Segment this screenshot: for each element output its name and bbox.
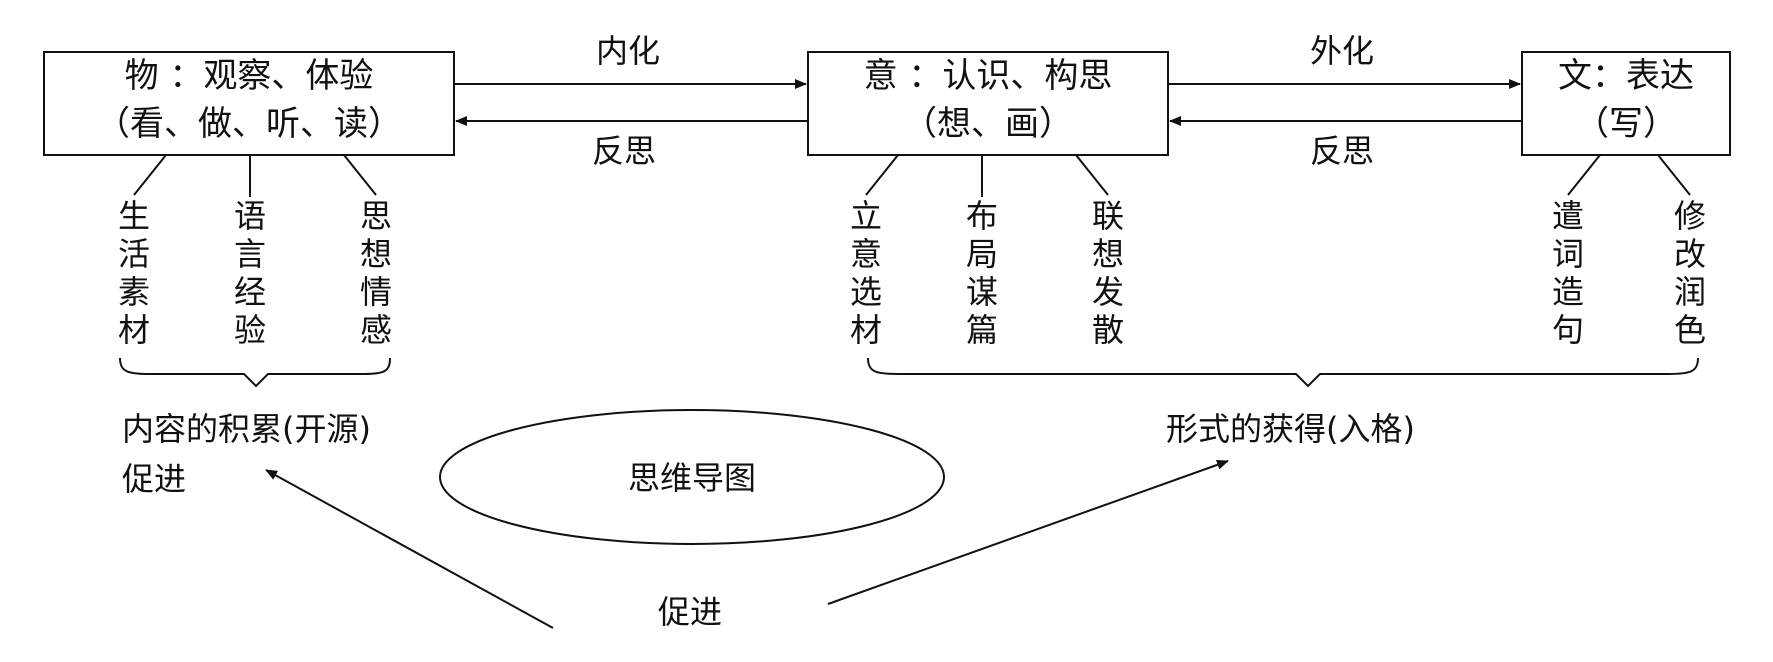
branch-wu-2: 语言经验 bbox=[234, 197, 266, 349]
outcome-promote-left: 促进 bbox=[122, 460, 186, 498]
brace-content bbox=[119, 357, 391, 388]
arrow-promote-form bbox=[827, 459, 1229, 605]
connector-wen-2 bbox=[1657, 154, 1691, 196]
box-wen-line2: （写） bbox=[1575, 104, 1677, 144]
branch-yi-3: 联想发散 bbox=[1092, 197, 1124, 349]
branch-wu-1: 生活素材 bbox=[118, 197, 150, 349]
brace-form bbox=[867, 357, 1699, 388]
box-wen bbox=[1521, 51, 1731, 156]
box-wu-line1: 物 ：观察、体验 bbox=[125, 56, 374, 96]
label-fansi-2: 反思 bbox=[1310, 132, 1374, 170]
connector-yi-3 bbox=[1075, 154, 1109, 196]
branch-yi-2: 布局谋篇 bbox=[966, 197, 998, 349]
box-yi bbox=[807, 51, 1169, 156]
center-label: 思维导图 bbox=[628, 459, 756, 497]
branch-wen-1: 遣词造句 bbox=[1552, 197, 1584, 349]
outcome-content: 内容的积累(开源) bbox=[122, 410, 371, 448]
label-fansi-1: 反思 bbox=[592, 132, 656, 170]
label-waihua: 外化 bbox=[1310, 32, 1374, 70]
connector-wu-3 bbox=[343, 154, 377, 196]
box-wu-line2: （看、做、听、读） bbox=[96, 104, 402, 144]
connector-wen-1 bbox=[1567, 154, 1601, 196]
center-ellipse bbox=[439, 409, 945, 545]
bottom-promote-label: 促进 bbox=[658, 593, 722, 631]
label-neihua: 内化 bbox=[596, 32, 660, 70]
branch-wu-3: 思想情感 bbox=[360, 197, 392, 349]
box-yi-line2: （想、画） bbox=[903, 104, 1073, 144]
connector-yi-1 bbox=[865, 154, 899, 196]
connector-wu-1 bbox=[133, 154, 167, 196]
branch-yi-1: 立意选材 bbox=[850, 197, 882, 349]
box-wen-line1: 文：表达 bbox=[1558, 56, 1694, 96]
outcome-form: 形式的获得(入格) bbox=[1166, 410, 1415, 448]
arrow-promote-content bbox=[265, 469, 554, 629]
box-yi-line1: 意 ：认识、构思 bbox=[864, 56, 1113, 96]
branch-wen-2: 修改润色 bbox=[1674, 197, 1706, 349]
